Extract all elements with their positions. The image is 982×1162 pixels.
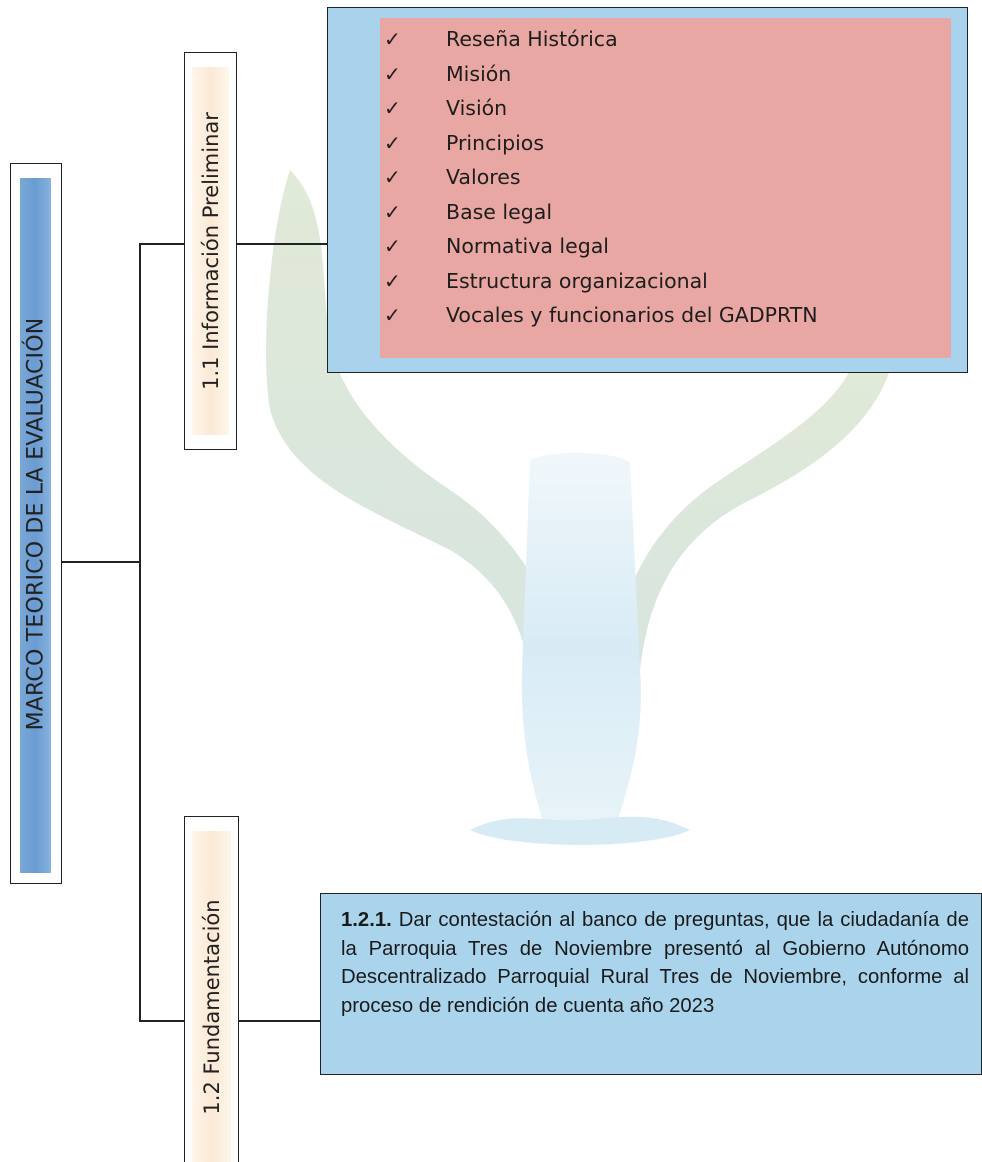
checkmark-icon: ✓ bbox=[384, 61, 401, 86]
hands-water-watermark-icon bbox=[266, 170, 890, 845]
list-item-label: Normativa legal bbox=[446, 234, 609, 259]
branch-fill bbox=[192, 831, 231, 1162]
list-item: ✓ Normativa legal bbox=[384, 229, 818, 264]
list-item-label: Base legal bbox=[446, 199, 553, 224]
branch-fill bbox=[192, 67, 229, 435]
list-item: ✓ Base legal bbox=[384, 195, 818, 230]
list-item: ✓ Estructura organizacional bbox=[384, 264, 818, 299]
list-item-label: Valores bbox=[446, 165, 521, 190]
checkmark-icon: ✓ bbox=[384, 130, 401, 155]
list-item-label: Principios bbox=[446, 130, 545, 155]
connector-branch-2 bbox=[139, 1020, 185, 1022]
fundamentacion-paragraph: 1.2.1. Dar contestación al banco de preg… bbox=[341, 906, 969, 1020]
branch-title: 1.2 Fundamentación bbox=[199, 899, 224, 1115]
preliminar-list: ✓ Reseña Histórica ✓ Misión ✓ Visión ✓ Principi… bbox=[384, 22, 818, 333]
branch-informacion-preliminar: 1.1 Información Preliminar bbox=[184, 52, 237, 450]
checkmark-icon: ✓ bbox=[384, 234, 401, 259]
preliminar-list-box: ✓ Reseña Histórica ✓ Misión ✓ Visión ✓ Principi… bbox=[327, 7, 968, 373]
branch-title: 1.1 Información Preliminar bbox=[198, 112, 223, 390]
list-item-label: Estructura organizacional bbox=[446, 268, 708, 293]
list-item-label: Reseña Histórica bbox=[446, 27, 618, 52]
connector-main-horizontal bbox=[62, 561, 140, 563]
list-item-label: Vocales y funcionarios del GADPRTN bbox=[446, 303, 818, 328]
list-item: ✓ Reseña Histórica bbox=[384, 22, 818, 57]
checkmark-icon: ✓ bbox=[384, 27, 401, 52]
preliminar-list-fill bbox=[380, 18, 951, 358]
list-item-label: Visión bbox=[446, 96, 508, 121]
list-item: ✓ Vocales y funcionarios del GADPRTN bbox=[384, 298, 818, 333]
list-item: ✓ Misión bbox=[384, 57, 818, 92]
checkmark-icon: ✓ bbox=[384, 303, 401, 328]
main-title: MARCO TEORICO DE LA EVALUACIÓN bbox=[23, 317, 49, 730]
checkmark-icon: ✓ bbox=[384, 199, 401, 224]
main-title-fill bbox=[20, 178, 51, 873]
connector-branch-2-to-text bbox=[238, 1020, 321, 1022]
list-item: ✓ Principios bbox=[384, 126, 818, 161]
checkmark-icon: ✓ bbox=[384, 96, 401, 121]
list-item-label: Misión bbox=[446, 61, 512, 86]
list-item: ✓ Visión bbox=[384, 91, 818, 126]
connector-branch-1 bbox=[139, 243, 185, 245]
branch-fundamentacion: 1.2 Fundamentación bbox=[184, 816, 239, 1162]
connector-branch-1-to-list bbox=[236, 243, 328, 245]
main-title-box: MARCO TEORICO DE LA EVALUACIÓN bbox=[10, 163, 62, 884]
fundamentacion-number: 1.2.1. bbox=[341, 909, 392, 931]
fundamentacion-text-box: 1.2.1. Dar contestación al banco de preg… bbox=[320, 893, 982, 1075]
connector-vertical-trunk bbox=[139, 243, 141, 1021]
checkmark-icon: ✓ bbox=[384, 165, 401, 190]
fundamentacion-text: Dar contestación al banco de preguntas, … bbox=[341, 909, 969, 1017]
checkmark-icon: ✓ bbox=[384, 268, 401, 293]
list-item: ✓ Valores bbox=[384, 160, 818, 195]
